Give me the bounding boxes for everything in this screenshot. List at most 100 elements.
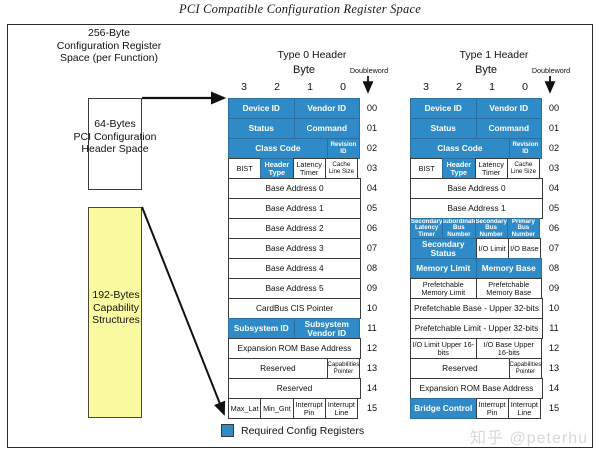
legend-swatch-required [221,424,234,437]
register-row: Base Address 1 [228,198,361,219]
doubleword-number: 07 [548,243,560,253]
doubleword-number: 01 [366,123,378,133]
doubleword-number: 08 [366,263,378,273]
register-cell: Header Type [442,158,476,179]
doubleword-number: 04 [548,183,560,193]
register-cell: Cache Line Size [324,158,358,179]
doubleword-number: 14 [366,383,378,393]
type0-byte-0: 0 [340,81,346,93]
type1-byte-3: 3 [423,81,429,93]
type0-doubleword-label: Doubleword [349,66,389,75]
register-row: Base Address 3 [228,238,361,259]
register-cell: Secondary Status [410,238,477,259]
doubleword-number: 15 [548,403,560,413]
register-cell: Prefetchable Limit - Upper 32-bits [410,318,543,339]
register-cell: Capabilities Pointer [326,358,360,379]
register-cell: I/O Limit [475,238,509,259]
register-cell: CardBus CIS Pointer [228,298,361,319]
register-row: Expansion ROM Base Address [410,378,543,399]
register-cell: Reserved [410,358,510,379]
register-row: Base Address 2 [228,218,361,239]
doubleword-number: 03 [548,163,560,173]
register-cell: Latency Timer [474,158,508,179]
doubleword-number: 12 [548,343,560,353]
type1-byte-2: 2 [456,81,462,93]
register-cell: Subordinate Bus Number [442,218,476,239]
register-row: CardBus CIS Pointer [228,298,361,319]
type1-byte-0: 0 [522,81,528,93]
register-cell: Memory Base [475,258,542,279]
register-cell: Cache Line Size [506,158,540,179]
register-cell: BIST [228,158,262,179]
register-row: Base Address 0 [410,178,543,199]
register-cell: Status [228,118,295,139]
register-cell: Prefetchable Base - Upper 32-bits [410,298,543,319]
watermark: 知乎 @peterhu [470,430,588,447]
register-row: Expansion ROM Base Address [228,338,361,359]
doubleword-number: 01 [548,123,560,133]
doubleword-number: 00 [548,103,560,113]
register-cell: Base Address 3 [228,238,361,259]
register-cell: Base Address 2 [228,218,361,239]
type0-byte-numbers: 3 2 1 0 [228,81,361,94]
doubleword-number: 05 [548,203,560,213]
type0-byte-3: 3 [241,81,247,93]
capability-structures-block [88,207,142,418]
register-cell: Base Address 1 [410,198,543,219]
doubleword-number: 15 [366,403,378,413]
register-row: Base Address 4 [228,258,361,279]
doubleword-number: 09 [366,283,378,293]
register-cell: Prefetchable Memory Base [475,278,542,299]
doubleword-number: 14 [548,383,560,393]
register-cell: Interrupt Pin [292,398,326,419]
register-cell: Device ID [228,98,295,119]
register-row: Base Address 5 [228,278,361,299]
register-cell: Secondary Latency Timer [410,218,444,239]
register-cell: Subsystem Vendor ID [293,318,360,339]
type1-byte-label: Byte [474,64,497,76]
doubleword-number: 12 [366,343,378,353]
doubleword-number: 06 [366,223,378,233]
doubleword-number: 05 [366,203,378,213]
doubleword-number: 00 [366,103,378,113]
register-cell: Class Code [410,138,510,159]
register-cell: Device ID [410,98,477,119]
register-cell: Subsystem ID [228,318,295,339]
doubleword-number: 02 [548,143,560,153]
register-cell: Command [475,118,542,139]
legend-label-required: Required Config Registers [241,424,365,437]
register-cell: Vendor ID [475,98,542,119]
doubleword-number: 10 [548,303,560,313]
type0-byte-label: Byte [292,64,315,76]
register-cell: Capabilities Pointer [508,358,542,379]
register-cell: Base Address 1 [228,198,361,219]
type1-title: Type 1 Header [459,49,529,61]
register-cell: Interrupt Pin [475,398,509,419]
legend: Required Config Registers [221,424,364,437]
register-cell: Reserved [228,378,361,399]
register-cell: Base Address 5 [228,278,361,299]
register-row: Base Address 0 [228,178,361,199]
register-row: Base Address 1 [410,198,543,219]
register-row: Prefetchable Limit - Upper 32-bits [410,318,543,339]
